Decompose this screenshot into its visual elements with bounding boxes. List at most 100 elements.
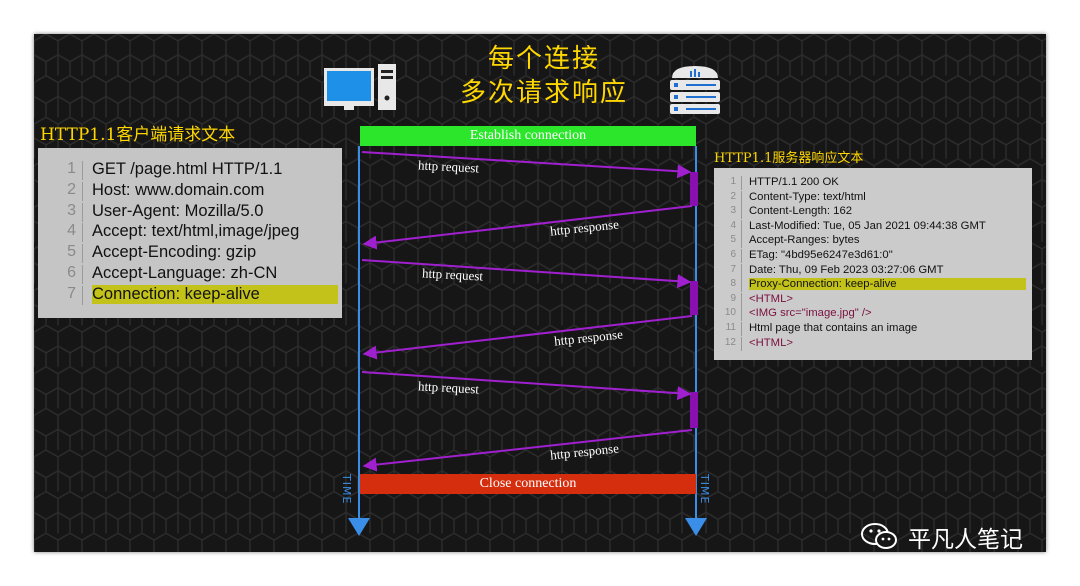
line-number: 5 (730, 234, 736, 246)
gutter-divider (82, 285, 83, 305)
line-text: Accept-Language: zh-CN (92, 264, 278, 282)
message-label: http request (421, 265, 484, 284)
client-time-arrowhead (348, 518, 370, 536)
line-number: 9 (730, 292, 736, 304)
code-line: 5 Accept-Encoding: gzip (38, 243, 342, 264)
line-text: Date: Thu, 09 Feb 2023 03:27:06 GMT (749, 263, 944, 276)
line-number: 4 (730, 219, 736, 231)
server-time-label: TIME (698, 474, 711, 505)
line-text: ETag: "4bd95e6247e3d61:0" (749, 249, 893, 261)
line-text: Accept: text/html,image/jpeg (92, 222, 300, 241)
code-line: 3 User-Agent: Mozilla/5.0 (38, 202, 342, 222)
code-line: 12 <HTML> (714, 336, 1032, 351)
line-text: Html page that contains an image (749, 322, 918, 334)
line-number: 5 (67, 243, 76, 261)
gutter-divider (741, 292, 742, 307)
code-line: 2 Host: www.domain.com (38, 181, 342, 201)
line-text: User-Agent: Mozilla/5.0 (92, 201, 264, 220)
line-number: 2 (730, 190, 736, 202)
gutter-divider (82, 202, 83, 222)
client-panel-title: HTTP1.1客户端请求文本 (40, 125, 236, 145)
code-line: 1 GET /page.html HTTP/1.1 (38, 160, 342, 180)
response-arrow (362, 429, 693, 472)
code-line: 8 Proxy-Connection: keep-alive (714, 278, 1032, 293)
server-time-arrowhead (685, 518, 707, 536)
gutter-divider (82, 265, 83, 284)
gutter-divider (741, 176, 742, 190)
client-time-label: TIME (340, 474, 353, 505)
gutter-divider (82, 223, 83, 243)
response-arrow (362, 315, 693, 360)
wechat-icon (861, 523, 897, 549)
line-number: 7 (67, 284, 76, 302)
gutter-divider (741, 234, 742, 249)
gutter-divider (741, 205, 742, 220)
diagram-frame: 每个连接 多次请求响应 HTTP1.1客户端请求文本 1 GET /page.ht… (34, 34, 1046, 552)
highlighted-line-text: Proxy-Connection: keep-alive (749, 278, 1026, 291)
code-line: 2 Content-Type: text/html (714, 190, 1032, 205)
code-line: 7 Date: Thu, 09 Feb 2023 03:27:06 GMT (714, 263, 1032, 278)
line-text: GET /page.html HTTP/1.1 (92, 160, 283, 178)
line-number: 8 (730, 278, 736, 290)
message-label: http request (417, 157, 480, 176)
highlighted-line-text: Connection: keep-alive (92, 284, 338, 304)
line-number: 3 (730, 205, 736, 217)
line-number: 1 (730, 176, 736, 187)
sequence-diagram (348, 146, 707, 536)
request-arrow (361, 259, 692, 289)
gutter-divider (741, 190, 742, 205)
gutter-divider (741, 278, 742, 293)
line-text: Last-Modified: Tue, 05 Jan 2021 09:44:38… (749, 219, 986, 232)
line-number: 12 (724, 336, 736, 348)
gutter-divider (741, 219, 742, 234)
line-text: <HTML> (749, 336, 793, 349)
title-line-2: 多次请求响应 (459, 78, 628, 108)
line-number: 3 (67, 201, 76, 219)
line-number: 1 (67, 160, 76, 177)
code-line: 6 ETag: "4bd95e6247e3d61:0" (714, 249, 1032, 263)
code-line: 11 Html page that contains an image (714, 322, 1032, 336)
line-number: 6 (67, 264, 76, 281)
server-activation (690, 172, 698, 206)
gutter-divider (82, 244, 83, 264)
line-text: Content-Type: text/html (749, 190, 866, 203)
code-line: 10 <IMG src="image.jpg" /> (714, 307, 1032, 322)
code-line: 4 Last-Modified: Tue, 05 Jan 2021 09:44:3… (714, 219, 1032, 234)
line-text: <HTML> (749, 292, 793, 305)
code-line: 6 Accept-Language: zh-CN (38, 264, 342, 284)
line-text: <IMG src="image.jpg" /> (749, 307, 872, 320)
line-number: 4 (67, 222, 76, 240)
gutter-divider (741, 263, 742, 278)
code-line: 7 Connection: keep-alive (38, 284, 342, 305)
client-request-panel: 1 GET /page.html HTTP/1.1 2 Host: www.domai… (38, 148, 342, 318)
line-number: 2 (67, 180, 76, 198)
code-line: 1 HTTP/1.1 200 OK (714, 176, 1032, 190)
server-panel-title: HTTP1.1服务器响应文本 (714, 151, 864, 166)
line-text: Content-Length: 162 (749, 205, 853, 218)
code-line: 5 Accept-Ranges: bytes (714, 234, 1032, 249)
request-arrow (361, 151, 692, 179)
watermark-text: 平凡人笔记 (908, 527, 1023, 552)
line-text: Host: www.domain.com (92, 180, 265, 199)
server-activation (690, 281, 698, 315)
response-arrow (362, 205, 693, 250)
title-line-1: 每个连接 (487, 44, 600, 74)
line-number: 6 (730, 249, 736, 260)
line-text: Accept-Encoding: gzip (92, 243, 257, 262)
server-activation (690, 392, 698, 428)
line-text: Accept-Ranges: bytes (749, 234, 860, 247)
gutter-divider (741, 249, 742, 263)
gutter-divider (741, 307, 742, 322)
code-line: 9 <HTML> (714, 292, 1032, 307)
code-line: 4 Accept: text/html,image/jpeg (38, 222, 342, 243)
server-icon (670, 66, 720, 114)
request-arrow (361, 371, 692, 401)
gutter-divider (82, 161, 83, 180)
line-number: 10 (724, 307, 736, 319)
code-line: 3 Content-Length: 162 (714, 205, 1032, 220)
message-label: http request (417, 378, 480, 397)
gutter-divider (741, 322, 742, 336)
line-number: 7 (730, 263, 736, 275)
line-text: HTTP/1.1 200 OK (749, 176, 839, 188)
server-response-panel: 1 HTTP/1.1 200 OK 2 Content-Type: text/html… (714, 168, 1032, 360)
